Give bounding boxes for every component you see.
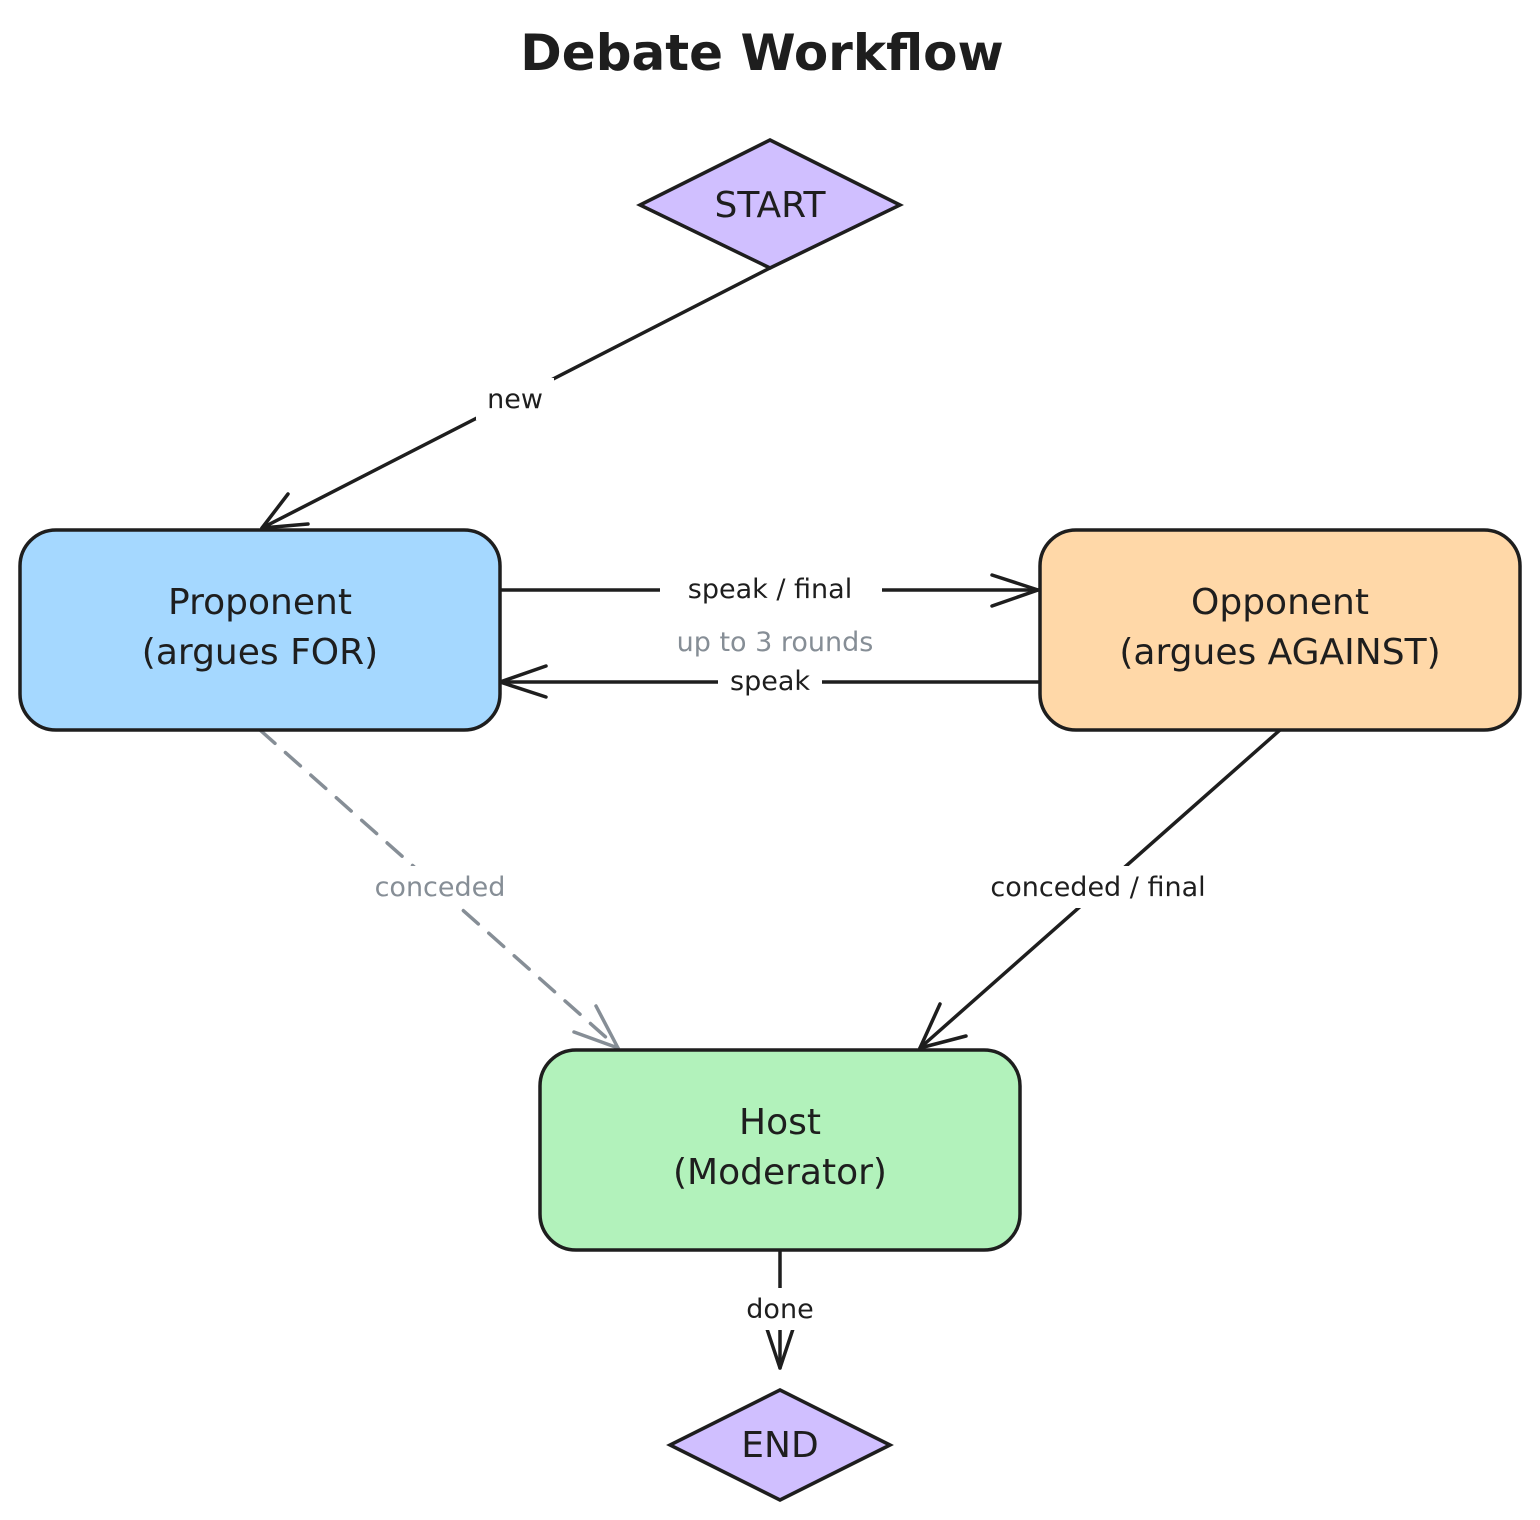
host-subtitle: (Moderator) [673, 1152, 887, 1193]
edge-proponent-to-opponent: speak / final [498, 568, 1040, 610]
proponent-title: Proponent [168, 582, 352, 623]
edge-host-to-end: done [736, 1248, 824, 1370]
arrowhead-icon [764, 1324, 796, 1370]
end-diamond [666, 1388, 894, 1502]
start-label: START [714, 185, 826, 226]
end-label: END [741, 1425, 818, 1466]
node-proponent[interactable]: Proponent (argues FOR) [18, 528, 502, 732]
proponent-subtitle: (argues FOR) [142, 632, 378, 673]
opponent-title: Opponent [1191, 582, 1369, 623]
edge-start-to-proponent: new [260, 266, 772, 530]
opponent-box [1038, 528, 1522, 732]
edge-opponent-to-host: conceded / final [918, 728, 1282, 1050]
edge-label-conceded: conceded [375, 872, 506, 903]
edge-label-done: done [746, 1294, 813, 1325]
diagram-title: Debate Workflow [520, 24, 1003, 82]
host-title: Host [739, 1102, 821, 1143]
start-diamond [636, 138, 904, 270]
edge-label-new: new [487, 384, 543, 415]
edge-label-speak-final: speak / final [688, 574, 852, 605]
arrowhead-icon [990, 573, 1040, 608]
arrowhead-icon [260, 492, 310, 530]
edge-proponent-to-host: conceded [258, 728, 620, 1050]
arrowhead-icon [918, 1002, 968, 1050]
host-box [538, 1048, 1022, 1252]
node-start[interactable]: START [636, 138, 904, 270]
edge-label-conceded-final: conceded / final [990, 872, 1205, 903]
node-opponent[interactable]: Opponent (argues AGAINST) [1038, 528, 1522, 732]
edge-opponent-to-proponent: speak [498, 660, 1040, 702]
node-host[interactable]: Host (Moderator) [538, 1048, 1022, 1252]
edge-label-speak: speak [730, 666, 810, 697]
opponent-subtitle: (argues AGAINST) [1119, 632, 1440, 673]
node-end[interactable]: END [666, 1388, 894, 1502]
arrowhead-icon [572, 1004, 620, 1050]
proponent-box [18, 528, 502, 732]
rounds-note: up to 3 rounds [677, 627, 874, 658]
